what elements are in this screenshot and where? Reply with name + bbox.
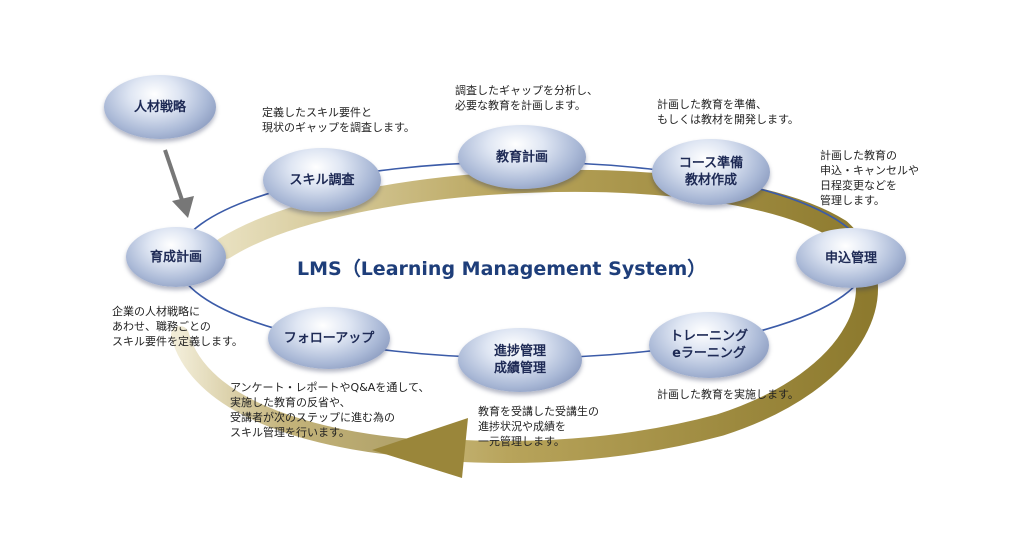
desc-kyouiku-keikaku: 調査したギャップを分析し、 必要な教育を計画します。 xyxy=(455,84,598,112)
desc-skill-chousa: 定義したスキル要件と 現状のギャップを調査します。 xyxy=(262,106,415,134)
node-ikusei-keikaku[interactable]: 育成計画 xyxy=(126,227,226,287)
strategy-arrow-head xyxy=(172,196,194,218)
diagram-title: LMS（Learning Management System） xyxy=(297,258,707,280)
node-skill-chousa[interactable]: スキル調査 xyxy=(263,148,381,212)
node-jinzai-senryaku[interactable]: 人材戦略 xyxy=(104,75,216,139)
desc-course-junbi: 計画した教育を準備、 もしくは教材を開発します。 xyxy=(657,98,799,126)
desc-training: 計画した教育を実施します。 xyxy=(657,388,799,401)
node-course-junbi[interactable]: コース準備 教材作成 xyxy=(652,139,770,205)
desc-shinchoku-kanri: 教育を受講した受講生の 進捗状況や成績を 一元管理します。 xyxy=(478,405,599,448)
desc-moushikomi-kanri: 計画した教育の 申込・キャンセルや 日程変更などを 管理します。 xyxy=(820,149,919,207)
swoosh-arrowhead xyxy=(372,418,468,478)
node-shinchoku-kanri[interactable]: 進捗管理 成績管理 xyxy=(458,328,582,392)
node-moushikomi-kanri[interactable]: 申込管理 xyxy=(796,228,906,288)
node-training[interactable]: トレーニング eラーニング xyxy=(649,312,769,378)
node-kyouiku-keikaku[interactable]: 教育計画 xyxy=(458,125,586,189)
strategy-arrow-shaft xyxy=(163,149,184,201)
node-follow-up[interactable]: フォローアップ xyxy=(268,307,390,369)
desc-follow-up: アンケート・レポートやQ&Aを通して、 実施した教育の反省や、 受講者が次のステ… xyxy=(230,381,430,439)
desc-ikusei-keikaku: 企業の人材戦略に あわせ、職務ごとの スキル要件を定義します。 xyxy=(112,305,243,348)
